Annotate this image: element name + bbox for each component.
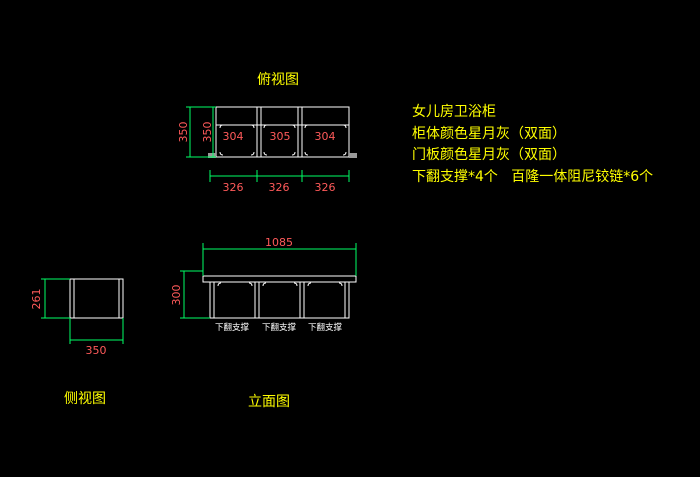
side-view: 261 350 [30, 278, 124, 357]
side-view-depth-label: 350 [86, 344, 107, 357]
top-view-depth-dimensions [186, 106, 216, 158]
top-view: 350 350 304 305 304 326 326 326 [177, 106, 357, 194]
top-view-end-block-right [349, 153, 357, 158]
notes-block: 女儿房卫浴柜 柜体颜色星月灰（双面） 门板颜色星月灰（双面） 下翻支撑*4个 百… [412, 102, 653, 188]
front-view-title: 立面图 [248, 394, 290, 410]
front-view-height-label: 300 [170, 285, 183, 306]
front-view-support-label: 下翻支撑 [262, 322, 297, 333]
front-view-outline [202, 275, 357, 319]
top-view-depth-outer-label: 350 [177, 122, 190, 143]
front-view-overall-width-label: 1085 [265, 236, 293, 249]
note-line: 柜体颜色星月灰（双面） [412, 125, 566, 142]
side-view-outline [69, 278, 124, 319]
side-view-dimensions [41, 278, 124, 344]
side-view-title: 侧视图 [64, 391, 106, 407]
front-view-support-label: 下翻支撑 [308, 322, 343, 333]
side-view-height-label: 261 [30, 289, 43, 310]
top-view-end-block-left [208, 153, 216, 158]
top-view-width-label: 326 [269, 181, 290, 194]
top-view-outline [215, 106, 350, 158]
top-view-width-label: 326 [315, 181, 336, 194]
note-line: 女儿房卫浴柜 [412, 104, 496, 120]
top-view-width-label: 326 [223, 181, 244, 194]
front-view-support-label: 下翻支撑 [215, 322, 250, 333]
top-view-width-dimensions [209, 170, 350, 182]
top-view-cell-label: 304 [315, 130, 336, 143]
top-view-cell-label: 304 [223, 130, 244, 143]
note-line: 下翻支撑*4个 百隆一体阻尼铰链*6个 [412, 168, 654, 185]
top-view-cell-label: 305 [270, 130, 291, 143]
front-view-height-dimension [180, 270, 210, 319]
top-view-depth-inner-label: 350 [201, 122, 214, 143]
front-view: 1085 300 下翻支撑 下翻支撑 下翻支撑 [170, 236, 357, 333]
top-view-title: 俯视图 [257, 72, 299, 88]
note-line: 门板颜色星月灰（双面） [412, 147, 566, 163]
